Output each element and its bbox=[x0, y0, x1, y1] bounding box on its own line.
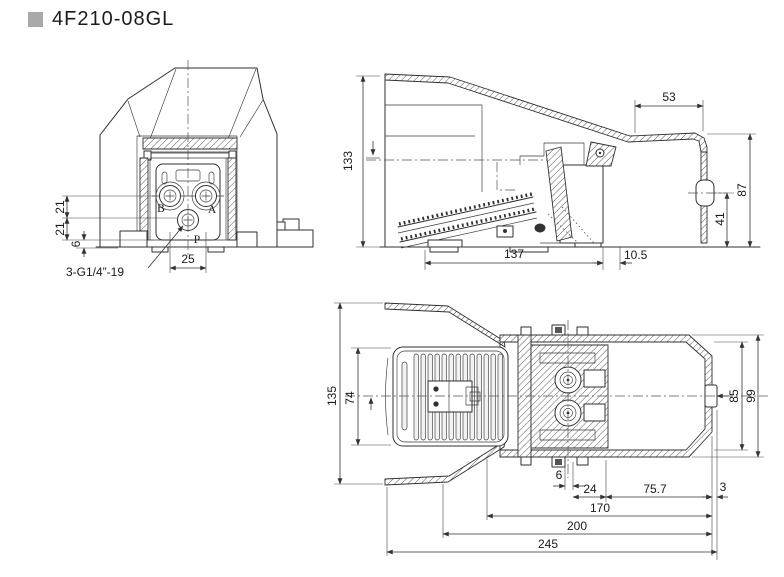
right-wall-section bbox=[227, 157, 237, 241]
dim-label-41: 41 bbox=[713, 212, 727, 226]
roller bbox=[534, 223, 546, 233]
title-bullet-icon bbox=[28, 12, 43, 27]
dim-label-3: 3 bbox=[720, 480, 727, 494]
mounting-screws bbox=[520, 324, 589, 468]
dim-label-6-top: 6 bbox=[556, 468, 563, 482]
base-plate-frame bbox=[499, 334, 713, 458]
dim-label-200: 200 bbox=[567, 519, 587, 533]
dim-label-99: 99 bbox=[744, 389, 758, 403]
dim-label-87: 87 bbox=[735, 183, 749, 197]
dim-label-133: 133 bbox=[341, 151, 355, 171]
port-b bbox=[159, 185, 181, 207]
valve-box bbox=[136, 135, 238, 248]
dim-label-245: 245 bbox=[538, 537, 558, 551]
dim-label-6-front: 6 bbox=[69, 240, 83, 247]
top-view: 135 74 85 99 6 24 75.7 3 170 20 bbox=[325, 302, 768, 560]
dim-label-170: 170 bbox=[590, 501, 610, 515]
dim-label-74: 74 bbox=[343, 391, 357, 405]
pedal-clamp bbox=[427, 380, 481, 413]
dim-label-10-5: 10.5 bbox=[624, 248, 648, 262]
port-label-a: A bbox=[208, 204, 217, 216]
dim-label-137: 137 bbox=[504, 247, 524, 261]
dim-label-21-lower: 21 bbox=[53, 222, 67, 236]
front-view: B A P 21 21 6 25 3-G1/4”-19 bbox=[53, 60, 314, 279]
dim-label-85: 85 bbox=[727, 389, 741, 403]
dim-label-135: 135 bbox=[325, 386, 339, 406]
hood-silhouette bbox=[99, 67, 278, 248]
dim-label-25: 25 bbox=[181, 252, 195, 266]
side-bracket bbox=[276, 229, 314, 248]
model-number: 4F210-08GL bbox=[52, 8, 175, 30]
kick-lever-section bbox=[545, 146, 573, 242]
port-label-b: B bbox=[157, 203, 165, 215]
hood-top-section bbox=[384, 73, 708, 153]
right-foot bbox=[236, 231, 258, 248]
hood-front-arc bbox=[385, 357, 389, 436]
dim-label-21-upper: 21 bbox=[53, 200, 67, 214]
pedal-side bbox=[397, 192, 538, 249]
hood-arm-top-section bbox=[384, 302, 506, 348]
title-block: 4F210-08GL bbox=[28, 8, 174, 31]
dim-label-24: 24 bbox=[583, 482, 597, 496]
dim-label-75-7: 75.7 bbox=[643, 482, 667, 496]
port-label-p: P bbox=[194, 234, 200, 246]
valve-body-top-section bbox=[530, 344, 609, 449]
side-view: 133 53 87 41 137 10.5 bbox=[341, 73, 761, 270]
hood-inner-lines bbox=[127, 68, 264, 140]
left-wall-section bbox=[139, 157, 149, 241]
thread-note: 3-G1/4”-19 bbox=[66, 265, 124, 279]
port-a bbox=[195, 185, 217, 207]
pivot-bracket bbox=[519, 142, 585, 165]
thread-leader-line bbox=[147, 225, 184, 269]
left-foot bbox=[119, 230, 148, 248]
dim-label-53: 53 bbox=[662, 90, 676, 104]
pedal-section-strip bbox=[142, 137, 238, 150]
